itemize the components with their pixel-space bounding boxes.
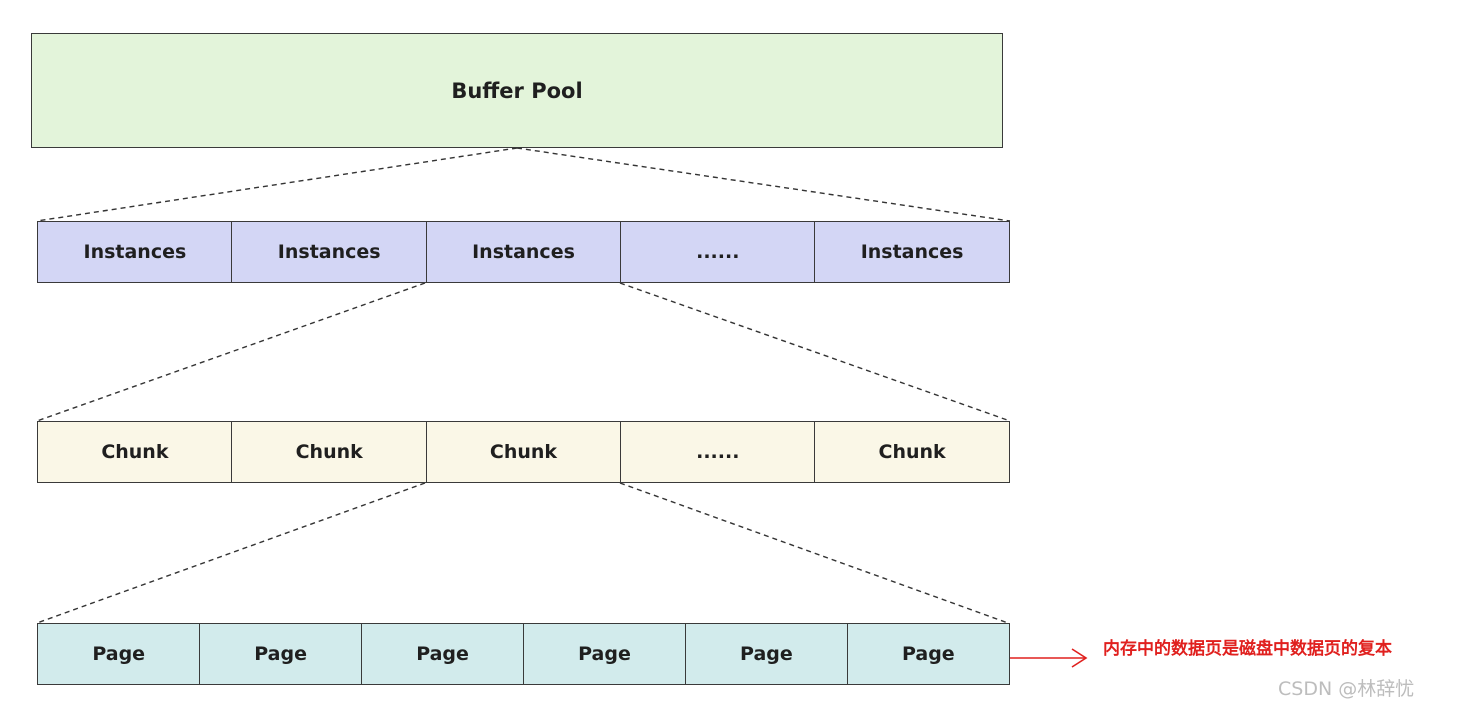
instance-cell: Instances	[37, 221, 233, 283]
annotation-text: 内存中的数据页是磁盘中数据页的复本	[1103, 639, 1392, 659]
chunk-cell: Chunk	[425, 421, 622, 483]
page-cell-highlighted: Page	[846, 623, 1011, 685]
buffer-pool-label: Buffer Pool	[451, 78, 583, 103]
chunk-ellipsis-cell: ......	[619, 421, 816, 483]
instance-cell: Instances	[231, 221, 428, 283]
dashed-connector	[516, 147, 1011, 222]
dashed-connector	[619, 482, 1009, 624]
chunks-row: Chunk Chunk Chunk ...... Chunk	[37, 421, 1010, 483]
instance-cell: Instances	[425, 221, 622, 283]
instance-ellipsis-cell: ......	[619, 221, 816, 283]
dashed-connector	[36, 482, 426, 624]
watermark: CSDN @林辞忧	[1278, 678, 1415, 700]
page-cell: Page	[684, 623, 849, 685]
dashed-connector	[36, 147, 518, 222]
chunk-cell: Chunk	[231, 421, 428, 483]
page-cell: Page	[37, 623, 201, 685]
dashed-connector	[619, 282, 1011, 422]
page-cell: Page	[198, 623, 363, 685]
page-cell: Page	[360, 623, 525, 685]
page-cell: Page	[522, 623, 687, 685]
chunk-cell: Chunk	[37, 421, 233, 483]
buffer-pool-box: Buffer Pool	[31, 33, 1003, 148]
dashed-connector	[36, 282, 426, 422]
instance-cell: Instances	[814, 221, 1010, 283]
pages-row: Page Page Page Page Page Page	[37, 623, 1011, 685]
instances-row: Instances Instances Instances ...... Ins…	[37, 221, 1010, 283]
chunk-cell: Chunk	[814, 421, 1010, 483]
